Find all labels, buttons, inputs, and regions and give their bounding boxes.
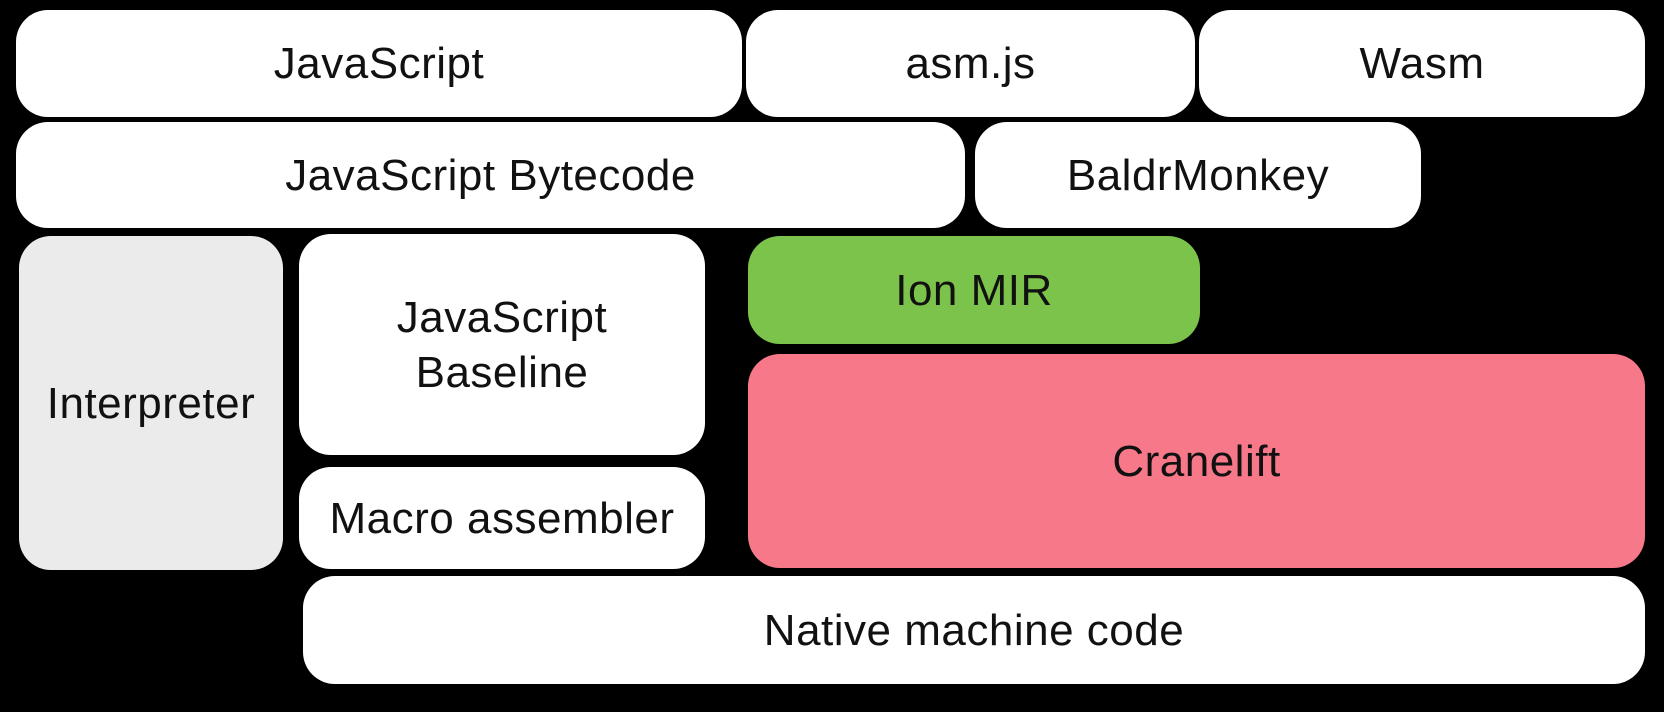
node-interpreter: Interpreter [19,236,283,570]
node-cranelift-label: Cranelift [1112,436,1281,486]
node-javascript: JavaScript [16,10,742,117]
node-javascript-bytecode-label: JavaScript Bytecode [285,150,696,200]
node-macro-assembler: Macro assembler [299,467,705,569]
node-javascript-baseline: JavaScript Baseline [299,234,705,455]
node-native-machine-code-label: Native machine code [763,605,1185,655]
node-javascript-bytecode: JavaScript Bytecode [16,122,965,228]
node-baldrmonkey: BaldrMonkey [975,122,1421,228]
node-ion-mir-label: Ion MIR [895,265,1053,315]
node-baldrmonkey-label: BaldrMonkey [1066,150,1330,200]
node-asmjs: asm.js [746,10,1195,117]
node-asmjs-label: asm.js [905,39,1036,88]
node-javascript-baseline-label: JavaScript Baseline [396,292,608,397]
node-ion-mir: Ion MIR [748,236,1200,344]
node-macro-assembler-label: Macro assembler [329,493,675,543]
node-wasm-label: Wasm [1359,39,1485,88]
node-javascript-label: JavaScript [273,39,485,88]
node-native-machine-code: Native machine code [303,576,1645,684]
node-cranelift: Cranelift [748,354,1645,568]
node-wasm: Wasm [1199,10,1645,117]
node-interpreter-label: Interpreter [46,378,256,428]
